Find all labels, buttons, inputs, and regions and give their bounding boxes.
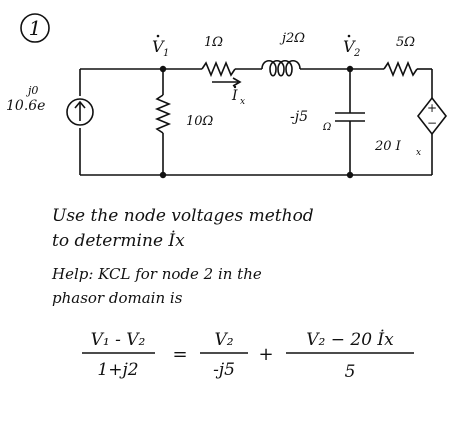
node2-label: V 2: [343, 34, 360, 59]
svg-text:-j5: -j5: [290, 109, 308, 125]
svg-text:V: V: [343, 37, 356, 56]
instruction-line-1: Use the node voltages method: [52, 206, 314, 226]
svg-text:2: 2: [353, 48, 360, 59]
problem-number-badge: 1: [20, 13, 50, 43]
capacitor-label: -j5 Ω: [290, 109, 331, 133]
source-magnitude-label: 10.6e: [6, 98, 45, 114]
resistor-10-ohm: [154, 94, 172, 134]
dependent-source-label: 20 I x: [374, 139, 421, 158]
ix-label: I x: [231, 85, 245, 107]
node-dot-ground-right: [346, 171, 354, 179]
r5-label: 5Ω: [396, 35, 415, 50]
inductor-j2: [261, 59, 301, 77]
eq-rhs-numerator: V₂ − 20 İx: [306, 329, 394, 350]
node-dots: [159, 65, 354, 179]
eq-plus: +: [258, 344, 273, 365]
svg-text:Ω: Ω: [322, 122, 331, 133]
svg-text:20 I: 20 I: [374, 139, 402, 154]
eq-rhs-denominator: 5: [345, 362, 356, 382]
r1-label: 1Ω: [204, 35, 223, 50]
svg-text:x: x: [240, 97, 245, 107]
eq-equals: =: [172, 344, 187, 365]
ix-arrow-head: [232, 77, 242, 87]
help-line-1: Help: KCL for node 2 in the: [51, 265, 262, 283]
svg-text:I: I: [231, 88, 238, 104]
resistor-5-ohm: [383, 60, 418, 78]
resistor-1-ohm: [201, 60, 236, 78]
node-dot-v1: [159, 65, 167, 73]
eq-lhs-denominator: 1+j2: [97, 360, 138, 380]
eq-lhs-numerator: V₁ - V₂: [91, 330, 146, 350]
instruction-line-2: to determine İx: [52, 230, 185, 251]
node-dot-ground-left: [159, 171, 167, 179]
kcl-equation: V₁ - V₂ 1+j2 = V₂ -j5 + V₂ − 20 İx 5: [82, 329, 414, 382]
svg-text:x: x: [416, 148, 421, 158]
source-phase-label: j0: [25, 84, 38, 97]
inductor-label: j2Ω: [279, 31, 305, 46]
dep-minus: −: [427, 116, 437, 130]
svg-text:1: 1: [163, 48, 169, 59]
dep-plus: +: [427, 101, 437, 115]
node-dot-v2: [346, 65, 354, 73]
help-line-2: phasor domain is: [52, 289, 183, 307]
svg-text:V: V: [152, 37, 165, 56]
eq-mid-numerator: V₂: [214, 330, 233, 350]
circuit-diagram: [66, 59, 448, 176]
current-source: [66, 98, 94, 126]
problem-number: 1: [29, 16, 42, 40]
eq-mid-denominator: -j5: [213, 360, 235, 380]
node1-label: V 1: [152, 34, 169, 59]
r10-label: 10Ω: [186, 114, 214, 129]
